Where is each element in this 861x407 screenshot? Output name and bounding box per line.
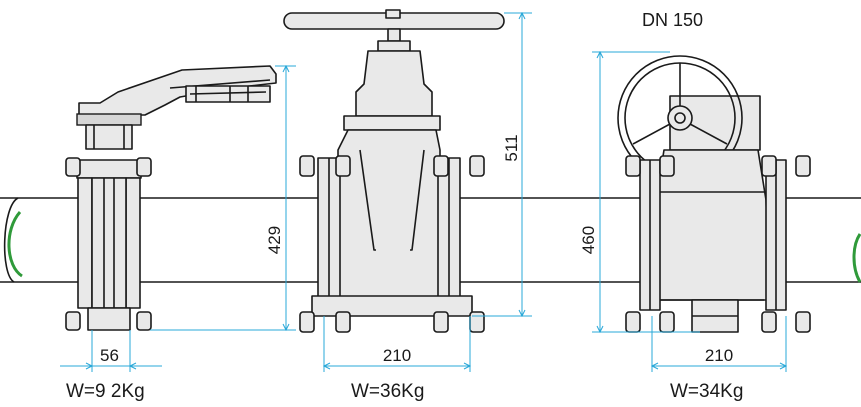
gate-weight-label: W=36Kg xyxy=(351,381,424,402)
butterfly-valve xyxy=(60,64,296,372)
butterfly-height-label: 429 xyxy=(265,226,284,254)
plug-valve xyxy=(592,50,811,372)
pressure-label: DN 150 xyxy=(642,10,703,30)
gate-face-to-face-label: 210 xyxy=(383,346,411,365)
plug-height-label: 460 xyxy=(579,226,598,254)
butterfly-face-to-face-label: 56 xyxy=(100,346,119,365)
plug-weight-label: W=34Kg xyxy=(670,381,743,402)
gate-height-label: 511 xyxy=(502,134,521,161)
butterfly-weight-label: W=9 2Kg xyxy=(66,381,145,402)
gate-valve xyxy=(283,9,532,372)
plug-face-to-face-label: 210 xyxy=(705,346,733,365)
